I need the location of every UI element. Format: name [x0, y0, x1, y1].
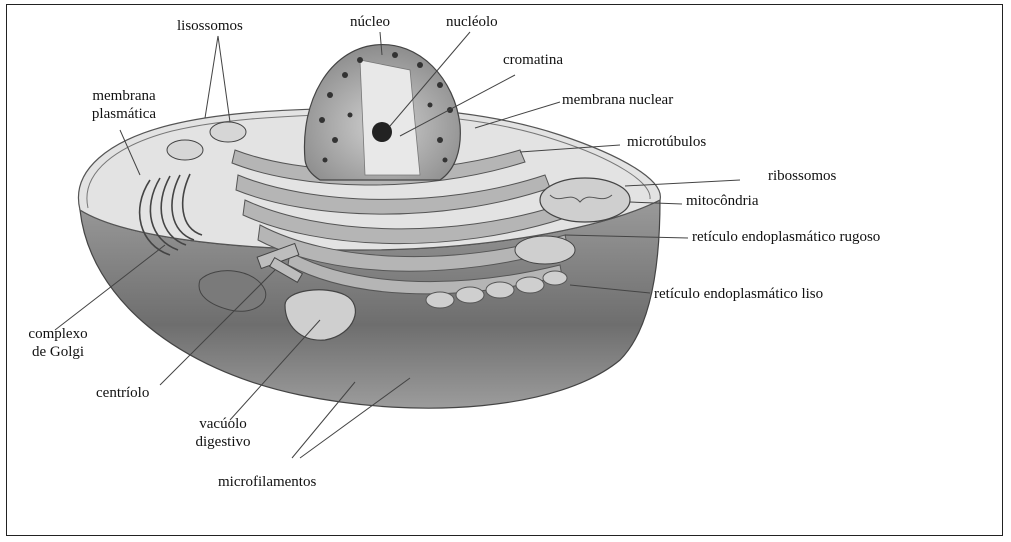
- label-lisossomos: lisossomos: [177, 18, 243, 35]
- label-complexo-golgi-line2: de Golgi: [20, 344, 96, 361]
- label-microfilamentos: microfilamentos: [218, 474, 316, 491]
- label-membrana-plasmatica-line1: membrana: [82, 88, 166, 105]
- label-microtubulos: microtúbulos: [627, 134, 706, 151]
- label-centriolo: centríolo: [96, 385, 149, 402]
- label-complexo-golgi-line1: complexo: [20, 326, 96, 343]
- label-membrana-plasmatica-line2: plasmática: [82, 106, 166, 123]
- label-reticulo-liso: retículo endoplasmático liso: [654, 286, 823, 303]
- nucleolus: [372, 122, 392, 142]
- label-ribossomos: ribossomos: [768, 168, 836, 185]
- label-nucleo: núcleo: [350, 14, 390, 31]
- label-cromatina: cromatina: [503, 52, 563, 69]
- label-nucleolo: nucléolo: [446, 14, 498, 31]
- label-vacuolo-line2: digestivo: [186, 434, 260, 451]
- label-reticulo-rugoso: retículo endoplasmático rugoso: [692, 229, 880, 246]
- label-vacuolo-line1: vacúolo: [186, 416, 260, 433]
- label-mitocondria: mitocôndria: [686, 193, 758, 210]
- nucleus: [304, 45, 460, 180]
- label-membrana-nuclear: membrana nuclear: [562, 92, 673, 109]
